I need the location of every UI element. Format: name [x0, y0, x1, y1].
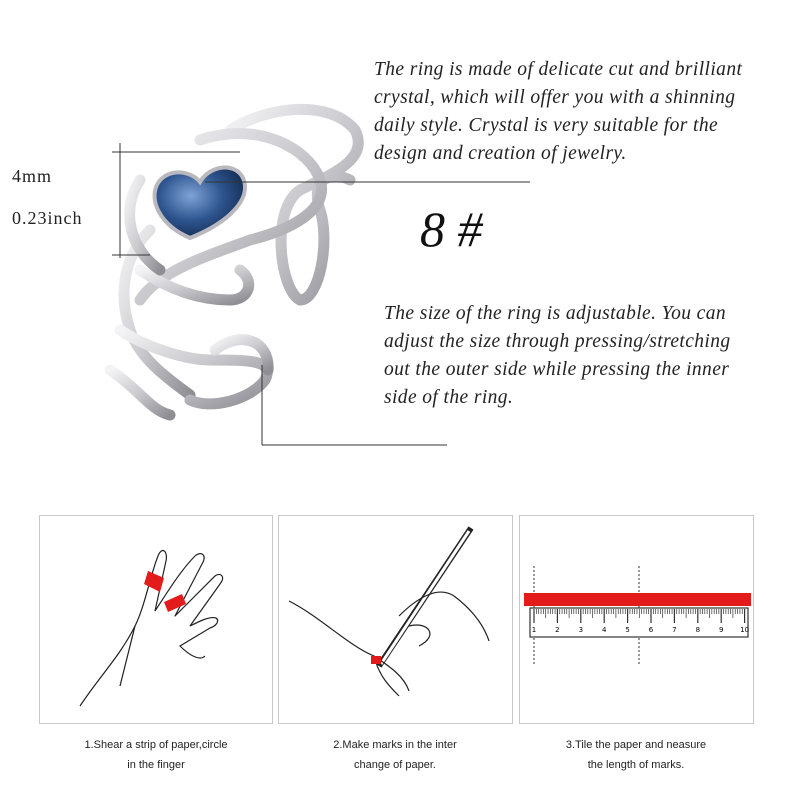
dimension-inch: 0.23inch — [12, 208, 83, 228]
text-line: side of the ring. — [384, 387, 514, 408]
text-line: design and creation of jewelry. — [374, 143, 627, 164]
step-3-panel: 1 2 3 4 5 6 7 8 9 10 — [519, 515, 754, 724]
ruler-label: 3 — [579, 626, 583, 634]
paper-strip — [164, 594, 186, 612]
text-line: crystal, which will offer you with a shi… — [374, 87, 736, 108]
ruler-label: 8 — [696, 626, 700, 634]
ruler-label: 1 — [532, 626, 536, 634]
caption-line: change of paper. — [354, 759, 436, 771]
caption-line: 2.Make marks in the inter — [333, 739, 457, 751]
marking-with-pen-illustration — [288, 526, 490, 697]
step-1-caption: 1.Shear a strip of paper,circle in the f… — [39, 735, 273, 775]
caption-line: in the finger — [127, 759, 185, 771]
dimension-mm: 4mm — [12, 166, 53, 186]
caption-line: 1.Shear a strip of paper,circle — [84, 739, 228, 751]
text-line: The ring is made of delicate cut and bri… — [374, 59, 743, 80]
text-line: The size of the ring is adjustable. You … — [384, 303, 727, 324]
ring-band — [104, 103, 364, 421]
ruler-label: 2 — [555, 626, 559, 634]
step-2-panel — [278, 515, 513, 724]
heart-crystal — [152, 165, 247, 241]
ruler-label: 5 — [625, 626, 629, 634]
text-line: daily style. Crystal is very suitable fo… — [374, 115, 719, 136]
step-1-panel — [39, 515, 273, 724]
ruler-label: 9 — [719, 626, 723, 634]
description-bottom: The size of the ring is adjustable. You … — [384, 300, 731, 412]
step-2-caption: 2.Make marks in the inter change of pape… — [278, 735, 512, 775]
caption-line: the length of marks. — [587, 759, 685, 771]
ruler-label: 10 — [740, 626, 749, 634]
text-line: adjust the size through pressing/stretch… — [384, 331, 731, 352]
paper-strip — [524, 593, 751, 606]
paper-strip — [144, 571, 164, 592]
paper-strip — [371, 656, 381, 664]
description-top: The ring is made of delicate cut and bri… — [374, 56, 742, 168]
ring-size-label: 8 # — [420, 201, 483, 257]
ruler-label: 6 — [649, 626, 654, 634]
ruler-illustration: 1 2 3 4 5 6 7 8 9 10 — [524, 566, 751, 666]
step-3-caption: 3.Tile the paper and neasure the length … — [519, 735, 753, 775]
text-line: out the outer side while pressing the in… — [384, 359, 730, 380]
hand-with-paper-strip-illustration — [79, 549, 224, 707]
ruler-label: 7 — [672, 626, 676, 634]
ruler-label: 4 — [602, 626, 607, 634]
caption-line: 3.Tile the paper and neasure — [565, 739, 707, 751]
dimension-lines — [112, 143, 530, 446]
